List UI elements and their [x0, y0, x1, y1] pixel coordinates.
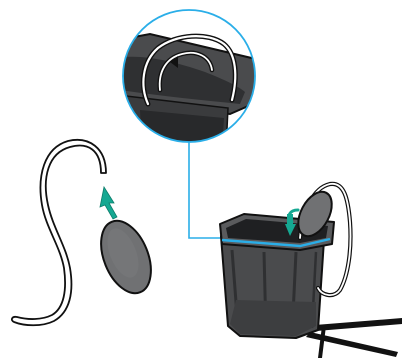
insert-arrow-icon — [100, 187, 117, 219]
callout-leader-line — [189, 142, 221, 238]
magnifier-callout-icon — [110, 10, 280, 150]
round-lid-disc-icon — [91, 214, 160, 301]
wire-hook-icon — [12, 140, 106, 325]
